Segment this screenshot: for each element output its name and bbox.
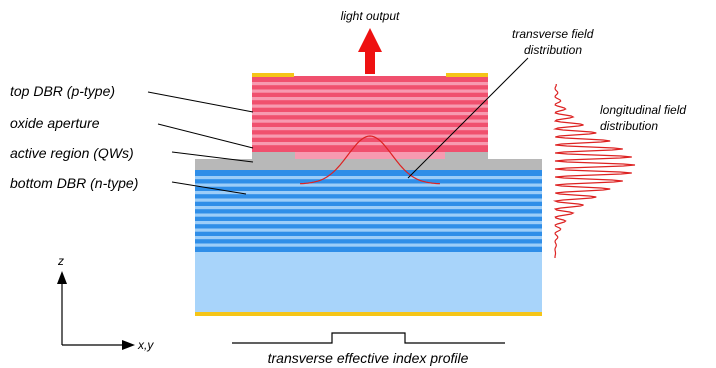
bottom-dbr-stripe-8 (195, 236, 542, 240)
transverse-field-label-line1: transverse field (512, 27, 594, 41)
bottom-dbr-body (195, 170, 542, 252)
light-output-arrow-head (358, 28, 382, 52)
top-dbr-stripe-8 (252, 142, 488, 146)
leader-bottom-dbr (171, 181, 247, 195)
bottom-dbr-stripes (195, 176, 542, 247)
top-dbr-label: top DBR (p-type) (10, 83, 115, 99)
bottom-dbr-stripe-5 (195, 213, 542, 217)
active-region-label: active region (QWs) (10, 145, 134, 161)
leader-transverse-field (407, 57, 529, 179)
top-dbr-stripe-4 (252, 112, 488, 116)
top-dbr-stripe-6 (252, 127, 488, 131)
z-axis-arrowhead (57, 271, 67, 284)
top-dbr-stripe-1 (252, 89, 488, 93)
active-region-layer (195, 159, 542, 170)
bottom-dbr-stripe-0 (195, 176, 542, 180)
substrate (195, 252, 542, 312)
bottom-dbr-stripe-7 (195, 228, 542, 232)
top-dbr-stripe-5 (252, 119, 488, 123)
bottom-dbr-stripe-3 (195, 198, 542, 202)
coordinate-axes (57, 271, 135, 350)
xy-axis-arrowhead (122, 340, 135, 350)
light-output-arrow-shaft (365, 48, 375, 74)
transverse-field-curve (299, 135, 441, 185)
top-dbr-stripe-0 (252, 82, 488, 86)
top-dbr (252, 76, 488, 152)
index-profile-label: transverse effective index profile (268, 350, 469, 366)
longitudinal-field-label-line2: distribution (600, 119, 658, 133)
bottom-contact (195, 312, 542, 316)
bottom-dbr-stripe-2 (195, 191, 542, 195)
z-axis-label: z (57, 254, 64, 268)
oxide-aperture-opening (295, 152, 445, 159)
longitudinal-field-curve (552, 83, 636, 258)
leader-oxide-aperture (157, 123, 254, 149)
longitudinal-field-label-line1: longitudinal field (600, 103, 686, 117)
leader-active-region (171, 151, 254, 163)
bottom-dbr-stripe-4 (195, 206, 542, 210)
index-profile-step (232, 332, 505, 344)
bottom-dbr (195, 170, 542, 252)
top-dbr-stripe-2 (252, 97, 488, 101)
transverse-field-label-line2: distribution (524, 43, 582, 57)
xy-axis-label: x,y (137, 338, 154, 352)
bottom-dbr-stripe-9 (195, 243, 542, 247)
oxide-aperture-label: oxide aperture (10, 115, 100, 131)
top-dbr-stripe-3 (252, 104, 488, 108)
bottom-dbr-stripe-1 (195, 183, 542, 187)
top-contact-right (446, 73, 488, 77)
bottom-dbr-label: bottom DBR (n-type) (10, 175, 138, 191)
bottom-dbr-stripe-6 (195, 221, 542, 225)
light-output-arrow (358, 28, 382, 74)
leader-top-dbr (147, 91, 254, 113)
top-contact-left (252, 73, 294, 77)
light-output-label: light output (341, 9, 400, 23)
